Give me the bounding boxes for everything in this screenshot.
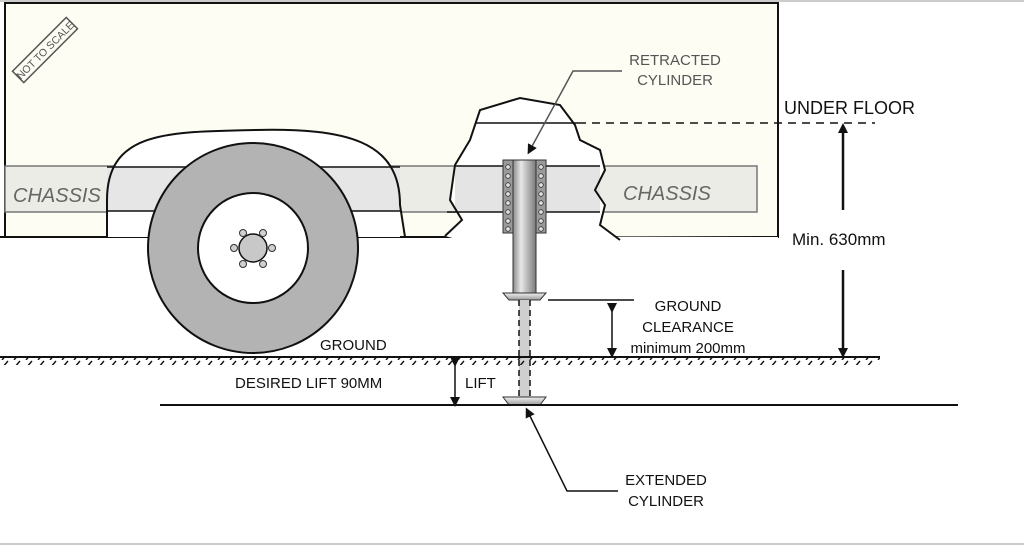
extended-label-line1: EXTENDED: [625, 472, 707, 489]
cylinder-body: [512, 159, 537, 294]
lift-label: LIFT: [465, 375, 496, 392]
hub: [238, 233, 268, 263]
under-floor-label: UNDER FLOOR: [784, 98, 915, 118]
retracted-leader: [527, 70, 622, 155]
desired-lift-label: DESIRED LIFT 90MM: [235, 375, 382, 392]
retracted-foot: [501, 292, 548, 301]
ground-label: GROUND: [320, 337, 387, 354]
ground-clearance-label-line3: minimum 200mm: [630, 340, 745, 357]
wheel-nuts: [230, 229, 276, 268]
retracted-label-line1: RETRACTED: [629, 52, 721, 69]
retracted-label-line2: CYLINDER: [637, 72, 713, 89]
ground-clearance-label-line1: GROUND: [655, 298, 722, 315]
extended-foot: [502, 396, 547, 406]
chassis-label-right: CHASSIS: [623, 183, 711, 205]
wheel-arch-outline: [0, 128, 460, 238]
ground-hatching: [0, 357, 880, 365]
cylinder-mount: [502, 159, 547, 234]
mount-bolts: [505, 164, 544, 232]
extended-leader: [525, 407, 618, 492]
extended-cylinder-rod: [519, 300, 530, 398]
chassis-label-left: CHASSIS: [13, 185, 101, 207]
wheel: [147, 142, 359, 354]
min-height-label: Min. 630mm: [792, 230, 886, 249]
cutaway-outline: [444, 96, 621, 241]
extended-label-line2: CYLINDER: [628, 493, 704, 510]
ground-clearance-label-line2: CLEARANCE: [642, 319, 734, 336]
